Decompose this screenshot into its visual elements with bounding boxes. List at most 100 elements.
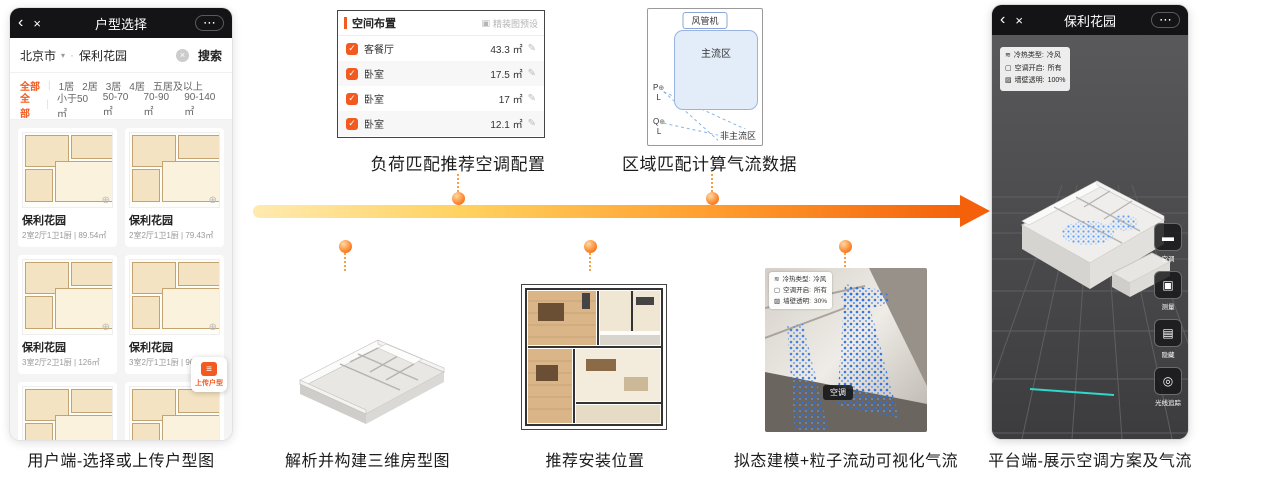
search-bar: 北京市 ▾ · 保利花园 × 搜索 xyxy=(10,38,232,73)
3d-room-model-illustration xyxy=(280,292,452,430)
filters: 全部 | 1居 2居 3居 4居 五居及以上 全部 | 小于50㎡ 50-70㎡… xyxy=(10,73,232,120)
floorplan-card-grid: ⊕ 保利花园 2室2厅1卫1厨 | 89.54㎡ ⊕ 保利花园 2室2厅1卫1厨… xyxy=(10,120,232,440)
zoom-plus-icon[interactable]: ⊕ xyxy=(208,195,217,206)
caption-user-app: 用户端-选择或上传户型图 xyxy=(27,453,215,470)
space-row: ✓ 卧室 17.5 ㎡ ✎ xyxy=(338,61,544,86)
floorplan-thumbnail xyxy=(22,386,113,440)
floorplan-card[interactable]: ⊕ 保利花园 3室2厅2卫1厨 | 126㎡ xyxy=(18,255,117,374)
edit-icon[interactable]: ✎ xyxy=(527,43,536,54)
zoom-plus-icon[interactable]: ⊕ xyxy=(101,195,110,206)
circle-plus-icon: ⊕ xyxy=(658,85,665,92)
timeline-dot xyxy=(583,240,597,253)
zoom-plus-icon[interactable]: ⊕ xyxy=(101,322,110,333)
duct-unit-label: 风管机 xyxy=(682,12,728,29)
filter-option[interactable]: 2居 xyxy=(82,82,98,93)
upload-label: 上传户型 xyxy=(195,380,223,387)
upload-floorplan-button[interactable]: ≡ 上传户型 xyxy=(191,357,227,392)
user-app-screenshot: ‹ × 户型选择 ⋯ 北京市 ▾ · 保利花园 × 搜索 全部 | 1居 2居 … xyxy=(10,8,232,440)
room-label: 卧室 xyxy=(364,95,384,106)
floorplan-thumbnail: ⊕ xyxy=(129,259,220,335)
room-label: 客餐厅 xyxy=(364,45,394,56)
upload-doc-icon: ≡ xyxy=(201,362,217,376)
edit-icon[interactable]: ✎ xyxy=(527,68,536,79)
separator: · xyxy=(70,48,75,62)
timeline-connector xyxy=(705,174,719,205)
more-icon[interactable]: ⋯ xyxy=(1151,12,1180,28)
floorplan-card[interactable]: ⊕ 保利花园 3室2厅1卫1厨 | 96.24㎡ xyxy=(125,255,224,374)
space-panel-title: 空间布置 xyxy=(352,18,396,30)
filter-option[interactable]: 70-90㎡ xyxy=(143,91,170,118)
space-layout-panel: 空间布置 ▣ 精装图预设 ✓ 客餐厅 43.3 ㎡ ✎ ✓ 卧室 17.5 ㎡ … xyxy=(337,10,545,138)
platform-app-screenshot: ‹ × 保利花园 ⋯ xyxy=(992,5,1188,439)
wall-icon: ▨ xyxy=(1005,77,1012,85)
caption-load-match: 负荷匹配推荐空调配置 xyxy=(370,155,546,174)
filter-area-row: 全部 | 小于50㎡ 50-70㎡ 70-90㎡ 90-140㎡ xyxy=(20,92,222,120)
tool-raytrace[interactable]: ◎ 光线追踪 xyxy=(1154,367,1182,407)
card-title: 保利花园 xyxy=(129,342,173,354)
preset-toggle[interactable]: ▣ 精装图预设 xyxy=(481,17,538,30)
card-title: 保利花园 xyxy=(129,215,173,227)
filter-option[interactable]: 小于50㎡ xyxy=(56,93,89,120)
wall-icon: ▨ xyxy=(774,298,781,306)
timeline-connector xyxy=(583,240,597,271)
floorplan-thumbnail xyxy=(129,386,220,440)
install-position-plan xyxy=(521,284,667,430)
power-icon: ◎ xyxy=(1162,374,1174,388)
floorplan-card[interactable] xyxy=(18,382,117,440)
tool-ac[interactable]: ▬ 空调 xyxy=(1154,223,1182,263)
timeline-connector xyxy=(451,174,465,205)
zoom-plus-icon[interactable]: ⊕ xyxy=(208,322,217,333)
floorplan-thumbnail: ⊕ xyxy=(129,132,220,208)
checkbox-checked-icon[interactable]: ✓ xyxy=(346,117,358,130)
main-flow-zone-label: 主流区 xyxy=(701,49,731,60)
search-input[interactable]: 保利花园 xyxy=(79,48,128,63)
divider: | xyxy=(46,99,49,110)
edit-icon[interactable]: ✎ xyxy=(527,93,536,104)
particle-flow-visualization: ≋冷热类型:冷风 ▢空调开启:所有 ▨墙壁透明:30% 空调 xyxy=(765,268,927,432)
space-row: ✓ 卧室 17 ㎡ ✎ xyxy=(338,86,544,111)
room-area: 12.1 ㎡ xyxy=(490,120,523,131)
room-area: 43.3 ㎡ xyxy=(490,45,523,56)
close-icon[interactable]: × xyxy=(1015,12,1023,28)
timeline-arrow xyxy=(253,205,965,218)
back-icon[interactable]: ‹ xyxy=(18,14,24,31)
checkbox-checked-icon[interactable]: ✓ xyxy=(346,42,358,55)
floorplan-thumbnail: ⊕ xyxy=(22,132,113,208)
filter-option[interactable]: 50-70㎡ xyxy=(102,91,129,118)
tool-hide[interactable]: ▤ 隐藏 xyxy=(1154,319,1182,359)
space-panel-header: 空间布置 ▣ 精装图预设 xyxy=(338,11,544,36)
caption-platform-app: 平台端-展示空调方案及气流 xyxy=(988,453,1192,470)
city-selector[interactable]: 北京市 xyxy=(20,48,57,63)
timeline-dot xyxy=(451,192,465,205)
layers-icon: ▤ xyxy=(1162,326,1174,340)
tool-measure[interactable]: ▣ 测量 xyxy=(1154,271,1182,311)
caption-zone-match: 区域匹配计算气流数据 xyxy=(622,155,797,174)
clear-search-icon[interactable]: × xyxy=(175,48,189,62)
scene-legend: ≋冷热类型:冷风 ▢空调开启:所有 ▨墙壁透明:100% xyxy=(1000,47,1071,91)
space-row: ✓ 卧室 12.1 ㎡ ✎ xyxy=(338,111,544,136)
chevron-down-icon: ▾ xyxy=(61,50,66,60)
room-label: 卧室 xyxy=(364,120,384,131)
filter-option[interactable]: 3居 xyxy=(105,82,122,93)
back-icon[interactable]: ‹ xyxy=(1000,11,1006,28)
checkbox-checked-icon[interactable]: ✓ xyxy=(346,67,358,80)
more-icon[interactable]: ⋯ xyxy=(195,15,224,31)
edit-icon[interactable]: ✎ xyxy=(527,118,536,129)
divider: | xyxy=(48,80,51,91)
close-icon[interactable]: × xyxy=(33,15,41,31)
filter-option[interactable]: 4居 xyxy=(129,82,145,93)
filter-all-area[interactable]: 全部 xyxy=(20,93,30,120)
filter-option[interactable]: 90-140㎡ xyxy=(184,91,216,118)
checkbox-checked-icon[interactable]: ✓ xyxy=(346,92,358,105)
filter-all-rooms[interactable]: 全部 xyxy=(20,82,40,93)
ac-tag: 空调 xyxy=(823,385,853,400)
room-label: 卧室 xyxy=(364,70,384,81)
floorplan-card[interactable]: ⊕ 保利花园 2室2厅1卫1厨 | 89.54㎡ xyxy=(18,128,117,247)
search-button[interactable]: 搜索 xyxy=(197,48,222,63)
floorplan-card[interactable]: ⊕ 保利花园 2室2厅1卫1厨 | 79.43㎡ xyxy=(125,128,224,247)
filter-option[interactable]: 五居及以上 xyxy=(152,82,203,93)
filter-rooms-row: 全部 | 1居 2居 3居 4居 五居及以上 xyxy=(20,76,222,95)
accent-bar xyxy=(344,17,347,29)
room-area: 17 ㎡ xyxy=(498,95,523,106)
filter-option[interactable]: 1居 xyxy=(58,82,75,93)
